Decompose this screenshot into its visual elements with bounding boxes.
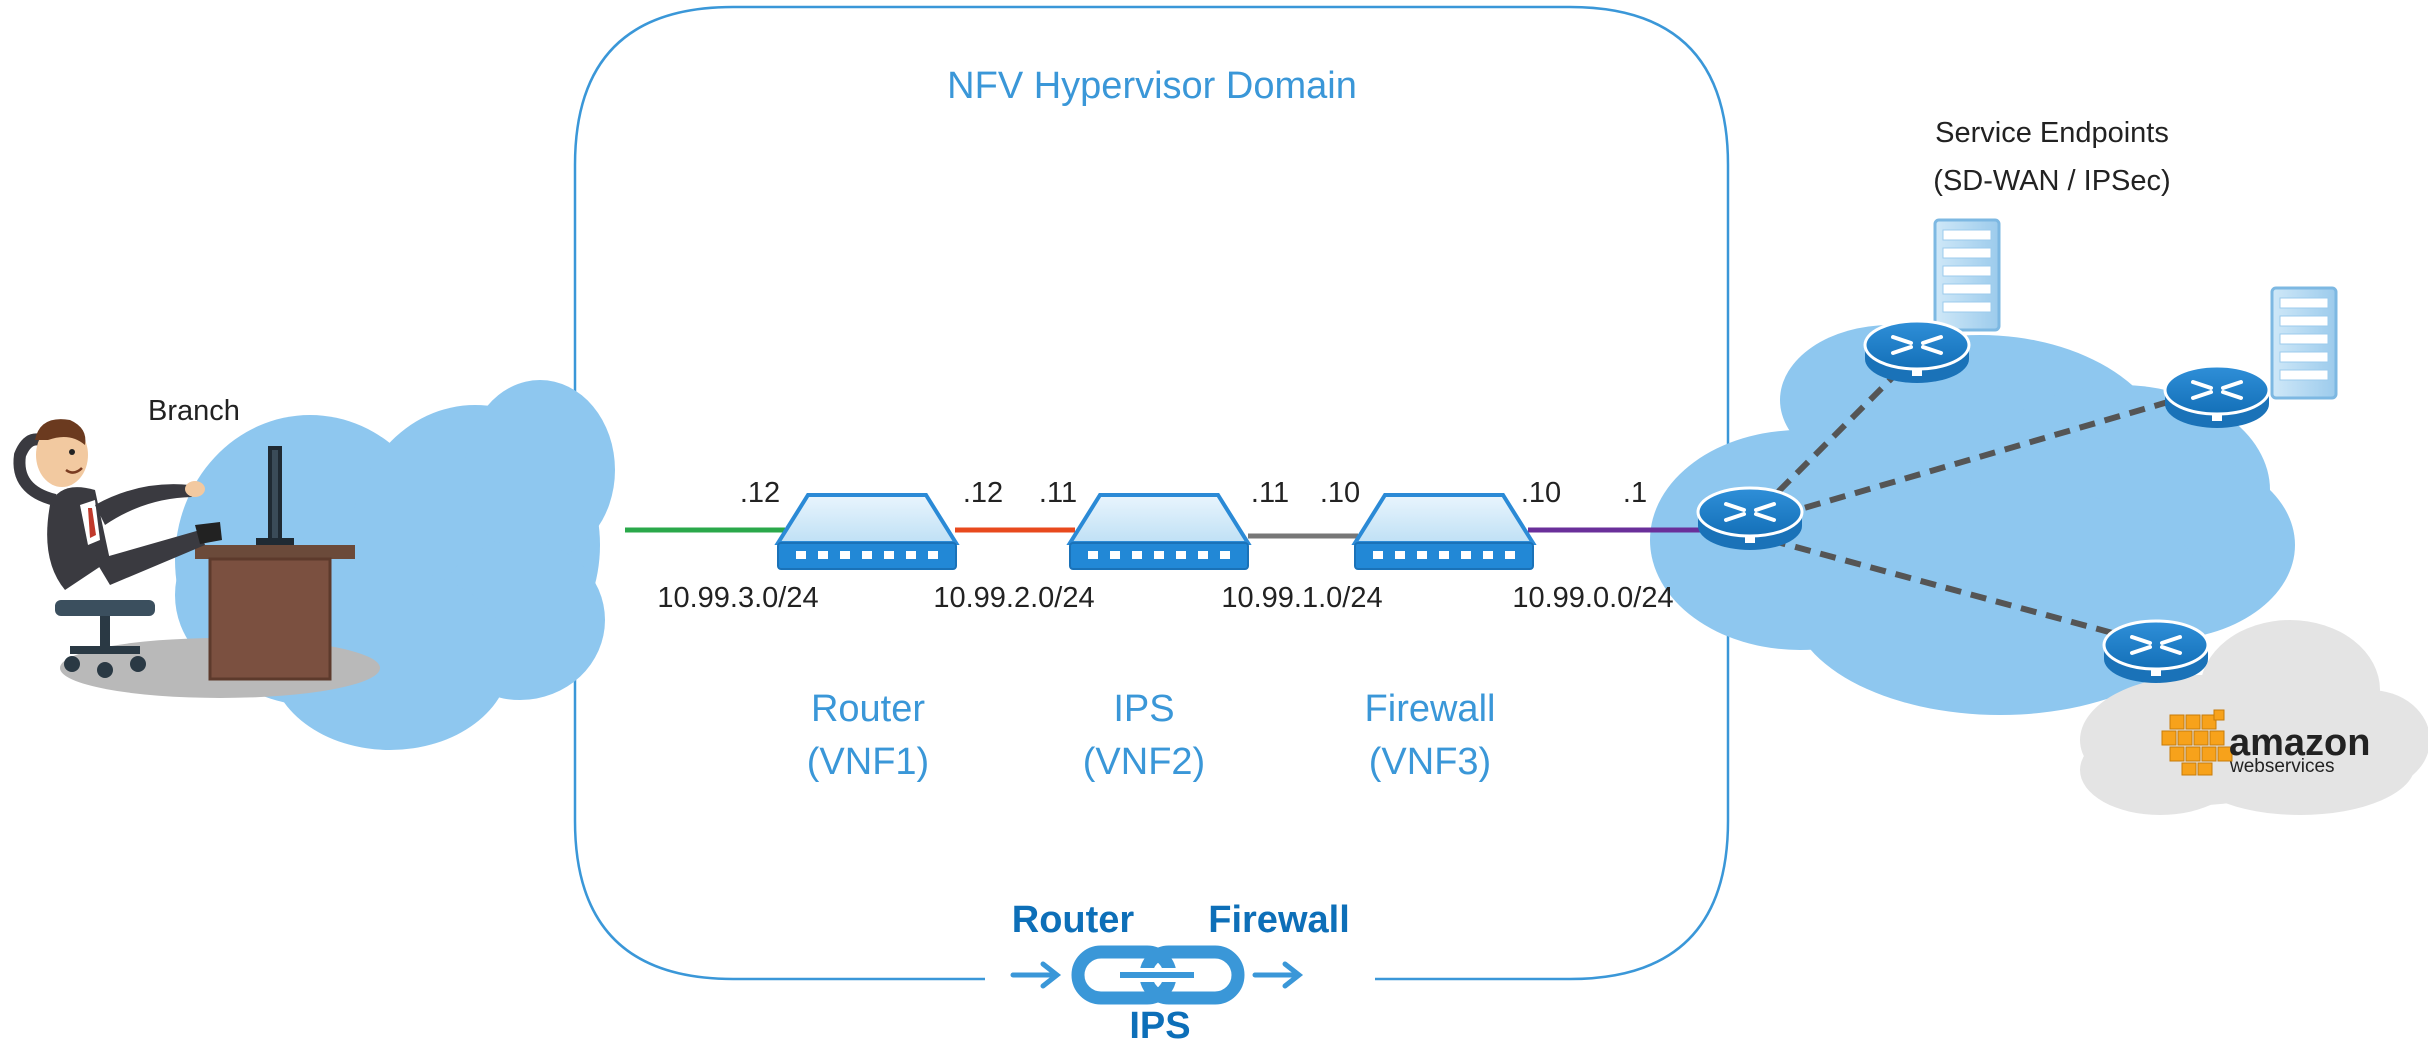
vnf-id: (VNF2): [1083, 741, 1205, 783]
service-endpoints-line1: Service Endpoints: [1935, 117, 2169, 149]
person-at-desk-icon: [13, 419, 380, 698]
wan-cloud: [1650, 325, 2295, 715]
fw-out-ip: .10: [1521, 477, 1561, 509]
vnf-name: IPS: [1113, 688, 1174, 730]
subnet-label: 10.99.0.0/24: [1512, 582, 1673, 614]
subnet-label: 10.99.3.0/24: [657, 582, 818, 614]
server-icon: [2270, 286, 2338, 400]
ips-out-ip: .11: [1251, 477, 1289, 509]
domain-title: NFV Hypervisor Domain: [947, 65, 1357, 107]
aws-logo-icon: amazon webservices: [2161, 709, 2370, 777]
service-endpoints-line2: (SD-WAN / IPSec): [1933, 165, 2170, 197]
chain-label-ips: IPS: [1129, 1005, 1190, 1045]
aws-router-icon: [2102, 619, 2210, 685]
fw-in-ip: .10: [1320, 477, 1360, 509]
endpoint-router-icon: [1863, 319, 1971, 385]
subnet-label: 10.99.2.0/24: [933, 582, 1094, 614]
hypervisor-domain-border: [573, 5, 1730, 981]
router-vnf-icon: [776, 493, 958, 571]
chain-label-firewall: Firewall: [1208, 899, 1350, 941]
vnf-name: Firewall: [1365, 688, 1496, 730]
server-icon: [1933, 218, 2001, 332]
router-out-ip: .12: [963, 477, 1003, 509]
gateway-router-icon: [1696, 486, 1804, 552]
wan-dashed-links: [1757, 362, 2176, 638]
router-in-ip: .12: [740, 477, 780, 509]
ips-in-ip: .11: [1039, 477, 1077, 509]
branch-label: Branch: [148, 395, 240, 427]
aws-subtitle: webservices: [2229, 756, 2335, 777]
ips-vnf-icon: [1068, 493, 1250, 571]
aws-wordmark: amazon: [2229, 722, 2370, 764]
vnf-name: Router: [811, 688, 925, 730]
endpoint-router-icon: [2163, 364, 2271, 430]
firewall-vnf-icon: [1353, 493, 1535, 571]
chain-label-router: Router: [1012, 899, 1135, 941]
vnf-id: (VNF3): [1369, 741, 1491, 783]
gateway-ip: .1: [1623, 477, 1647, 509]
chain-link-icon: [1010, 945, 1304, 1005]
vnf-id: (VNF1): [807, 741, 929, 783]
subnet-label: 10.99.1.0/24: [1221, 582, 1382, 614]
